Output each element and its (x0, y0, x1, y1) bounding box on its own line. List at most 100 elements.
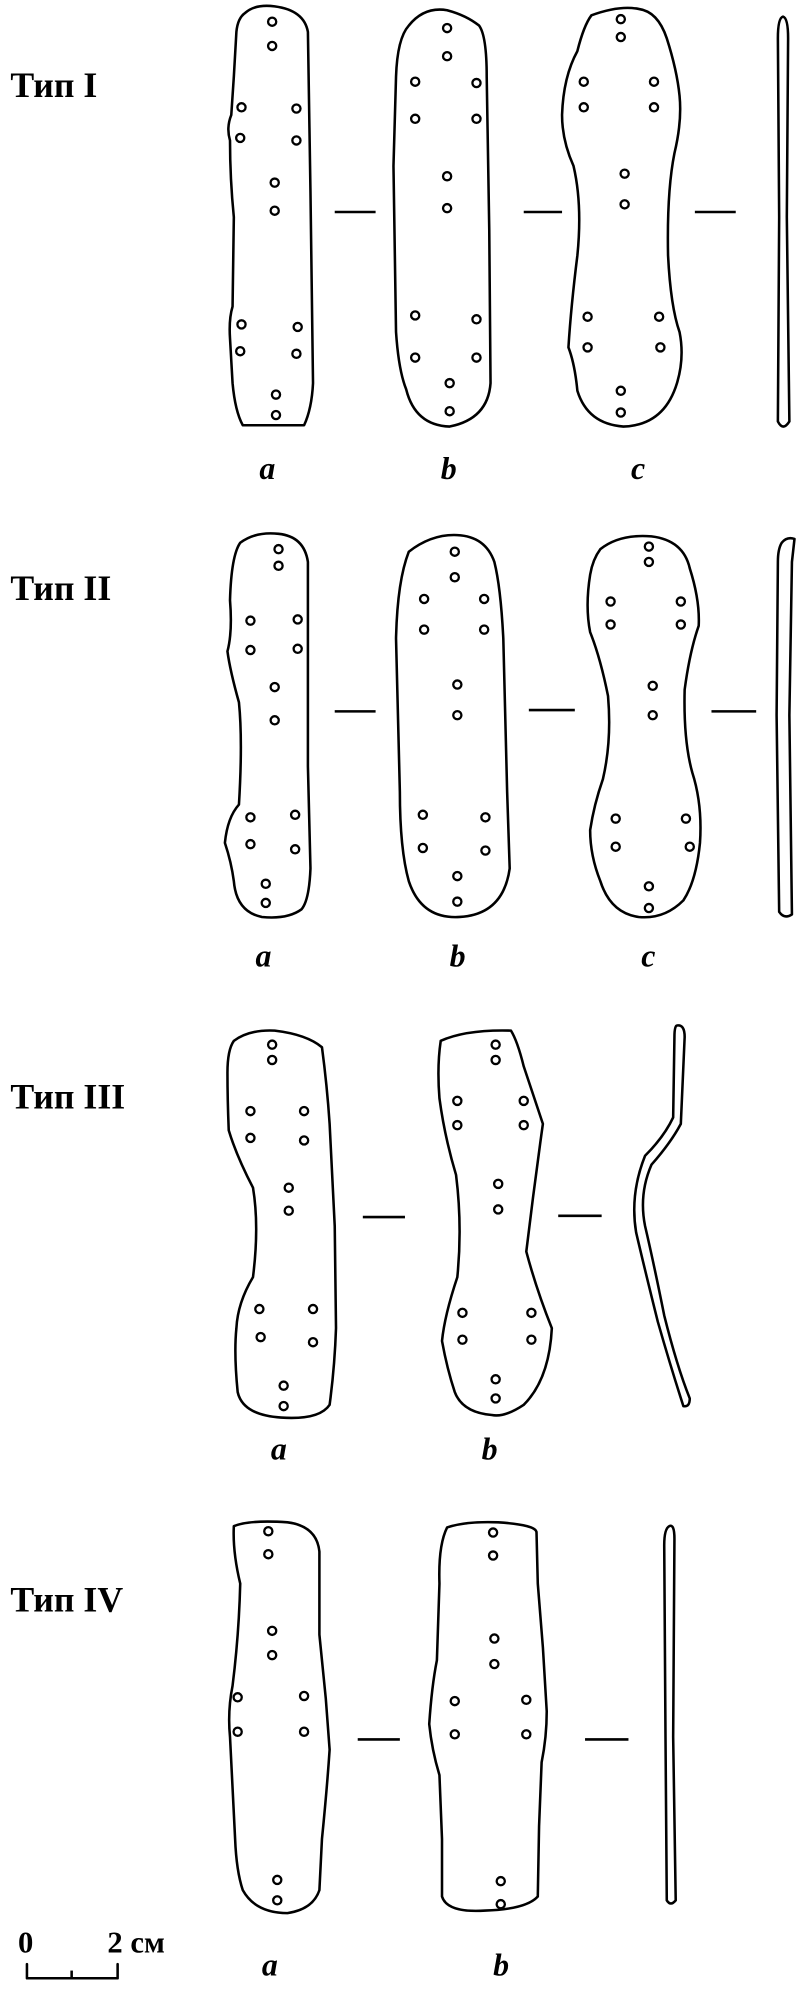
lacing-hole (492, 1204, 504, 1215)
lacing-hole (489, 1633, 500, 1644)
lacing-hole (490, 1054, 501, 1066)
lacing-hole (619, 168, 630, 179)
lacing-hole (518, 1095, 529, 1107)
lacing-hole (648, 102, 660, 113)
lacing-hole (449, 572, 461, 583)
lacing-hole (610, 841, 621, 852)
insole-2c-outline (586, 534, 702, 919)
lacing-hole (289, 809, 301, 821)
type-label-3: Тип III (10, 1077, 125, 1117)
lacing-hole (452, 1119, 463, 1131)
lacing-hole (292, 614, 303, 625)
type-label-2: Тип II (10, 568, 111, 608)
lacing-hole (452, 870, 463, 882)
lacing-hole (269, 205, 280, 216)
lacing-hole (417, 842, 429, 854)
lacing-hole (643, 881, 655, 892)
scale-bar: 0 2 см (18, 1926, 165, 1980)
lacing-hole (684, 841, 695, 852)
lacing-hole (605, 619, 616, 630)
lacing-hole (266, 16, 278, 27)
lacing-hole (643, 556, 655, 568)
lacing-hole (278, 1400, 289, 1412)
lacing-hole (615, 31, 627, 43)
lacing-hole (643, 541, 655, 552)
lacing-hole (578, 76, 590, 87)
view-label-2a: a (256, 939, 272, 974)
lacing-hole (245, 838, 256, 850)
lacing-hole (582, 342, 593, 353)
lacing-hole (452, 1095, 463, 1107)
lacing-hole (619, 199, 630, 210)
insole-3a-outline (226, 1029, 338, 1420)
lacing-hole (291, 103, 302, 114)
lacing-holes (232, 13, 695, 1910)
lacing-hole (478, 624, 490, 635)
lacing-hole (521, 1729, 532, 1740)
lacing-hole (582, 311, 593, 322)
lacing-hole (255, 1331, 266, 1343)
lacing-hole (610, 813, 621, 824)
view-label-2b: b (450, 939, 466, 974)
lacing-hole (441, 202, 453, 214)
lacing-hole (236, 319, 247, 330)
lacing-hole (441, 50, 453, 62)
lacing-hole (526, 1334, 537, 1345)
lacing-hole (234, 345, 246, 357)
scale-zero-label: 0 (18, 1926, 33, 1960)
lacing-hole (232, 1726, 243, 1737)
view-label-2c: c (641, 939, 655, 974)
insole-4b-outline (427, 1520, 549, 1913)
lacing-hole (480, 845, 491, 856)
lacing-hole (492, 1178, 504, 1190)
type-label-1: Тип I (10, 65, 97, 105)
lacing-hole (266, 1054, 278, 1066)
lacing-hole (615, 13, 627, 25)
lacing-hole (409, 310, 421, 321)
lacing-hole (272, 1895, 283, 1906)
lacing-hole (449, 546, 461, 557)
view-label-3b: b (482, 1432, 498, 1467)
lacing-hole (260, 897, 272, 909)
insole-2-side-outline (775, 536, 796, 918)
lacing-hole (518, 1119, 529, 1131)
lacing-hole (272, 1874, 283, 1886)
lacing-hole (457, 1334, 468, 1345)
lacing-hole (232, 1692, 243, 1703)
lacing-hole (234, 132, 246, 144)
lacing-hole (457, 1307, 468, 1319)
lacing-hole (452, 709, 463, 721)
lacing-hole (266, 1649, 278, 1661)
lacing-hole (254, 1303, 265, 1315)
lacing-hole (449, 1729, 461, 1740)
lacing-hole (269, 177, 280, 188)
lacing-hole (643, 902, 655, 914)
lacing-hole (680, 813, 692, 824)
lacing-hole (245, 1105, 256, 1117)
lacing-hole (278, 1380, 289, 1391)
lacing-hole (263, 1548, 274, 1560)
lacing-hole (647, 680, 658, 692)
lacing-hole (615, 407, 627, 418)
lacing-hole (291, 135, 302, 146)
lacing-hole (298, 1690, 310, 1702)
lacing-hole (273, 543, 284, 555)
lacing-hole (269, 715, 280, 726)
view-label-1b: b (441, 451, 457, 486)
view-label-4a: a (262, 1948, 278, 1983)
lacing-hole (263, 1526, 274, 1537)
lacing-hole (418, 624, 430, 635)
lacing-hole (495, 1875, 506, 1887)
lacing-hole (471, 352, 482, 363)
type-label-4: Тип IV (10, 1580, 123, 1620)
lacing-hole (452, 896, 463, 907)
lacing-hole (236, 102, 247, 113)
lacing-hole (266, 1625, 278, 1637)
lacing-hole (273, 560, 284, 571)
lacing-hole (444, 377, 455, 389)
lacing-hole (441, 22, 453, 34)
insole-1c-outline (560, 6, 683, 428)
lacing-hole (648, 76, 660, 87)
lacing-hole (490, 1393, 501, 1404)
lacing-hole (245, 644, 256, 656)
